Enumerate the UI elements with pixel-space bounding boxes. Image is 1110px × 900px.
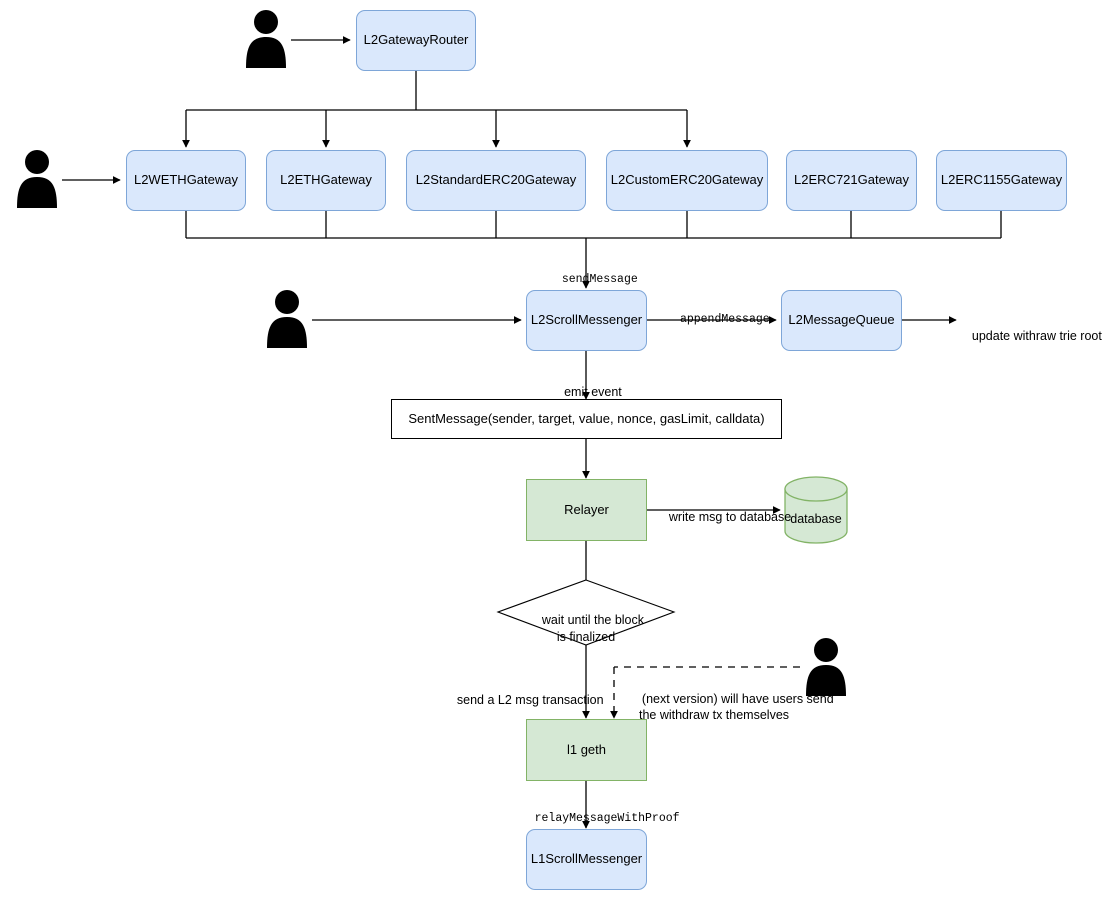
node-label: L1ScrollMessenger — [530, 851, 643, 867]
edge-label-text: (next version) will have users send the … — [638, 692, 834, 722]
node-l2-eth-gateway[interactable]: L2ETHGateway — [266, 150, 386, 211]
database-label: database — [785, 512, 847, 526]
node-label: L2ERC721Gateway — [794, 172, 909, 188]
edge-label-text: relayMessageWithProof — [534, 811, 680, 825]
node-label: L2MessageQueue — [788, 312, 895, 328]
node-label: Relayer — [564, 501, 609, 517]
user-actor-gateway — [17, 150, 57, 208]
edge-label-next-version-note: (next version) will have users send the … — [628, 675, 834, 739]
node-l2-erc721-gateway[interactable]: L2ERC721Gateway — [786, 150, 917, 211]
node-l2-custom-erc20-gateway[interactable]: L2CustomERC20Gateway — [606, 150, 768, 211]
node-l2-scroll-messenger[interactable]: L2ScrollMessenger — [526, 290, 647, 351]
user-actor-messenger — [267, 290, 307, 348]
edge-label-text: update withraw trie root — [971, 329, 1102, 343]
decision-diamond — [496, 579, 676, 646]
node-label: L2StandardERC20Gateway — [415, 172, 577, 188]
edge-label-text: appendMessage — [679, 312, 770, 326]
edge-label-text: emit event — [564, 385, 622, 399]
node-label: L2ScrollMessenger — [530, 312, 643, 328]
edge-label-text: send a L2 msg transaction — [456, 693, 604, 707]
edge-label-write-msg-to-database: write msg to database — [655, 493, 791, 541]
edge-label-send-message: sendMessage — [511, 258, 661, 302]
edge-label-text: sendMessage — [561, 272, 638, 286]
node-label: L2ERC1155Gateway — [940, 172, 1063, 188]
database-cylinder — [784, 476, 848, 544]
node-l2-message-queue[interactable]: L2MessageQueue — [781, 290, 902, 351]
user-actor-router — [246, 10, 286, 68]
node-l2-standard-erc20-gateway[interactable]: L2StandardERC20Gateway — [406, 150, 586, 211]
node-label: L2CustomERC20Gateway — [610, 172, 764, 188]
edge-label-update-withdraw-trie-root: update withraw trie root — [958, 312, 1108, 360]
edge-label-send-l2-msg-transaction: send a L2 msg transaction — [443, 676, 604, 724]
node-l1-geth[interactable]: l1 geth — [526, 719, 647, 781]
decision-label-text: wait until the block is finalized — [541, 613, 645, 644]
node-l1-scroll-messenger[interactable]: L1ScrollMessenger — [526, 829, 647, 890]
edge-label-text: write msg to database — [668, 510, 792, 524]
node-relayer[interactable]: Relayer — [526, 479, 647, 541]
edge-label-append-message: appendMessage — [636, 298, 786, 342]
node-label: L2WETHGateway — [133, 172, 239, 188]
node-label: SentMessage(sender, target, value, nonce… — [408, 410, 765, 426]
database-label-text: database — [790, 512, 842, 526]
node-label: l1 geth — [566, 741, 607, 757]
node-l2-erc1155-gateway[interactable]: L2ERC1155Gateway — [936, 150, 1067, 211]
node-label: L2GatewayRouter — [363, 32, 469, 48]
node-l2-weth-gateway[interactable]: L2WETHGateway — [126, 150, 246, 211]
node-l2-gateway-router[interactable]: L2GatewayRouter — [356, 10, 476, 71]
edge-label-emit-event: emit event — [526, 368, 646, 416]
user-actor-withdraw — [806, 638, 846, 696]
node-label: L2ETHGateway — [280, 172, 372, 188]
edge-label-relay-message-with-proof: relayMessageWithProof — [507, 797, 707, 841]
decision-label: wait until the block is finalized — [498, 596, 674, 661]
